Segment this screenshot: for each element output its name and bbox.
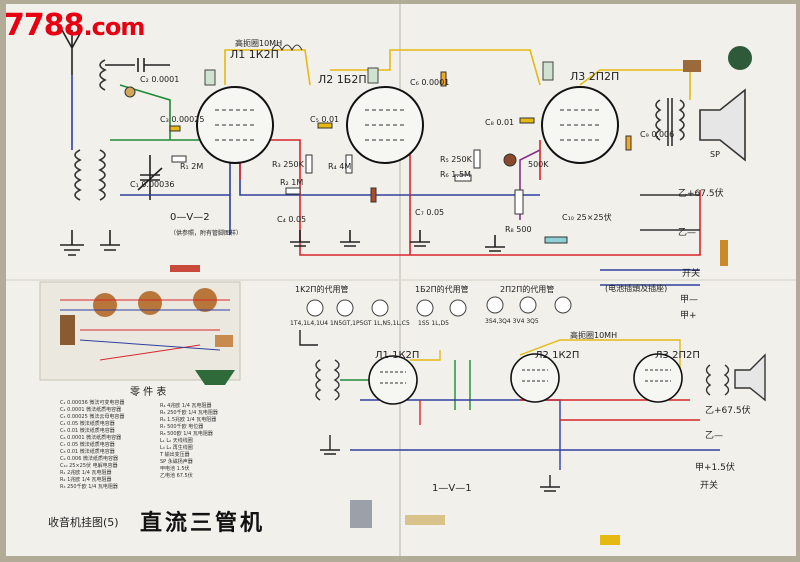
poster-title: 直流三管机: [140, 510, 266, 536]
capacitor-image: [350, 500, 372, 528]
lower-b-minus: 乙—: [705, 431, 724, 441]
lower-tube3-label: Л3 2П2П: [655, 350, 700, 361]
circuit-note: （供参照，附有管脚图样）: [170, 230, 243, 237]
c1-label: C₁ 0.00036: [130, 180, 175, 189]
pin-diagrams: [306, 296, 572, 317]
r3-label: R₃ 250K: [272, 160, 304, 169]
lower-b-plus: 乙+67.5伏: [705, 406, 751, 416]
speaker-label: SP: [710, 150, 720, 159]
c2-label: C₂ 0.0001: [140, 75, 180, 84]
pin-types-3: 3S4,3Q4 3V4 3Q5: [485, 318, 539, 325]
switch-label: 开关: [682, 269, 701, 279]
tube1-label: Л1 1К2П: [230, 48, 279, 61]
chassis-pictorial: [39, 265, 241, 385]
parts-list-header: 零 件 表: [130, 387, 167, 398]
lower-switch: 开关: [700, 481, 719, 491]
circuit-code: 0—V—2: [170, 212, 210, 223]
c8-label: C₈ 0.01: [485, 118, 515, 127]
site-watermark: 7788.com: [4, 8, 145, 43]
lower-choke-label: 高扼圈10MH: [570, 331, 618, 340]
c3-label: C₃ 0.00025: [160, 115, 205, 124]
pin-header-1: 1K2П的代用管: [295, 285, 349, 294]
lower-circuit-code: 1—V—1: [432, 483, 472, 494]
r5-label: R₅ 250K: [440, 155, 472, 164]
parts-list-right: R₄ 4兆欧 1/4 瓦电阻器 R₅ 250千欧 1/4 瓦电阻器 R₆ 1.5…: [160, 403, 218, 479]
a-minus-label: 甲—: [680, 295, 699, 305]
lower-tube1-label: Л1 1К2П: [375, 350, 420, 361]
poster-subtitle: 收音机挂图(5): [48, 516, 119, 529]
battery-note: (电池插頭及插座): [605, 284, 668, 293]
c9-label: C₉ 0.006: [640, 130, 675, 139]
tube-3-symbol: [541, 61, 619, 164]
c5-label: C₅ 0.01: [310, 115, 340, 124]
lower-schematic: [299, 330, 766, 492]
r8-label: R₈ 500: [505, 225, 532, 234]
tube-2-symbol: [346, 67, 424, 164]
parts-list-left: C₁ 0.00036 微法可变电容器 C₂ 0.0001 微法纸质电容器 C₃ …: [60, 400, 125, 490]
pin-types-1: 1T4,1L4,1U4 1N5GT,1P5GT 1L,N5,1L,C5: [290, 320, 410, 327]
pin-header-2: 1Б2П的代用管: [415, 285, 469, 294]
r1-label: R₁ 2M: [180, 162, 204, 171]
lower-tube2-label: Л2 1К2П: [535, 350, 580, 361]
r4-label: R₄ 4M: [328, 162, 352, 171]
a-plus-label: 甲+: [680, 311, 697, 321]
c4-label: C₄ 0.05: [277, 215, 307, 224]
r7-label: 500K: [528, 160, 549, 169]
pin-types-2: 1S5 1L,D5: [418, 320, 449, 327]
pin-header-3: 2П2П的代用管: [500, 285, 555, 294]
upper-components: [124, 44, 632, 244]
b-minus-label: 乙—: [678, 228, 697, 238]
coil-image: [405, 515, 445, 525]
output-transformer-image: [683, 60, 701, 72]
tube-1-symbol: [196, 69, 274, 164]
c7-label: C₇ 0.05: [415, 208, 445, 217]
speaker-image: [728, 46, 752, 70]
choke-label: 高扼圈10MH: [235, 39, 283, 48]
r2-label: R₂ 1M: [280, 178, 304, 187]
r6-label: R₆ 1.5M: [440, 170, 471, 179]
battery-terminal-image: [720, 240, 728, 266]
c10-label: C₁₀ 25×25伏: [562, 213, 612, 222]
lower-a-plus: 甲+1.5伏: [695, 463, 735, 473]
tube3-label: Л3 2П2П: [570, 70, 620, 83]
c6-label: C₆ 0.0001: [410, 78, 450, 87]
lower-tubes: [368, 353, 683, 405]
b-plus-label: 乙+67.5伏: [678, 189, 724, 199]
tube2-label: Л2 1Б2П: [318, 73, 367, 86]
